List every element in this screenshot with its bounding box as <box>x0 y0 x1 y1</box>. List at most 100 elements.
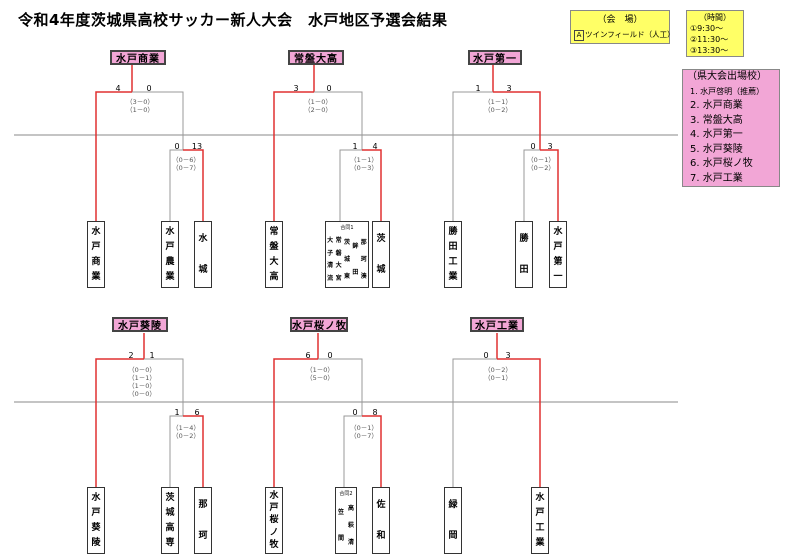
score: 0 <box>352 408 358 417</box>
team-name-char: 業 <box>165 272 175 283</box>
team-name-char: 城 <box>198 264 208 275</box>
score: 3 <box>506 84 512 93</box>
combined-team-header: 合同1 <box>340 225 354 231</box>
bracket-line <box>497 358 541 487</box>
team-name-char: 工 <box>448 257 458 268</box>
team-name-char: ノ <box>269 527 279 538</box>
score: 1 <box>174 408 180 417</box>
page-title: 令和4年度茨城県高校サッカー新人大会 水戸地区予選会結果 <box>18 11 448 29</box>
team-name-char: 業 <box>448 272 458 283</box>
winner-box: 水戸第一 <box>468 50 522 65</box>
team-box: 水戸農業 <box>161 221 179 288</box>
game-detail: （1－0）（2－0） <box>304 98 332 114</box>
combined-team-name: 大子清流 <box>327 236 334 283</box>
game-detail: （0－6）（0－7） <box>172 156 200 172</box>
team-box: 水戸桜ノ牧 <box>265 487 283 554</box>
team-box: 緑岡 <box>444 487 462 554</box>
qualified-item: 5. 水戸葵陵 <box>690 143 743 155</box>
venue-mark: A <box>574 30 584 41</box>
team-name-char: 茨 <box>165 492 175 503</box>
score: 0 <box>327 351 333 360</box>
winner-box: 水戸商業 <box>110 50 166 65</box>
venue-name: ツインフィールド（人工） <box>585 30 675 39</box>
game-detail: （1－4）（0－2） <box>172 424 200 440</box>
bracket-line <box>452 91 493 221</box>
combined-team-name: 高萩清 <box>347 505 354 546</box>
score: 3 <box>547 142 553 151</box>
game-detail: （0－2）（0－1） <box>484 366 512 382</box>
bracket-line <box>183 415 204 487</box>
bracket-line <box>523 149 540 221</box>
team-name-char: 戸 <box>269 503 279 514</box>
team-name-char: 水 <box>91 492 101 503</box>
score: 4 <box>372 142 378 151</box>
score: 13 <box>191 142 203 151</box>
score: 0 <box>483 351 489 360</box>
team-name-char: 農 <box>165 257 175 268</box>
score: 8 <box>372 408 378 417</box>
score: 3 <box>293 84 299 93</box>
team-name-char: 戸 <box>91 241 101 252</box>
team-name-char: 田 <box>519 264 529 275</box>
score: 6 <box>305 351 311 360</box>
combined-team-name: 茨城東 <box>343 239 350 280</box>
team-name-char: 水 <box>269 491 279 502</box>
combined-team-name: 笠間 <box>337 509 344 542</box>
game-detail: （0－0）（1－1）（1－0）（0－0） <box>128 366 156 398</box>
score: 2 <box>128 351 134 360</box>
team-name-char: 那 <box>198 500 208 511</box>
team-name-char: 佐 <box>376 500 386 511</box>
team-box: 水戸葵陵 <box>87 487 105 554</box>
bracket-line <box>95 91 132 221</box>
qualified-item: 7. 水戸工業 <box>690 172 743 184</box>
score: 0 <box>530 142 536 151</box>
winner-box: 常盤大高 <box>288 50 344 65</box>
time-slot: ②11:30〜 <box>690 35 729 44</box>
qualified-item: 2. 水戸商業 <box>690 100 743 111</box>
team-name-char: 珂 <box>198 530 208 541</box>
bracket-line <box>273 91 314 221</box>
team-name-char: 勝 <box>519 234 529 245</box>
qualified-item: 3. 常盤大高 <box>690 114 743 126</box>
team-name-char: 高 <box>165 523 175 534</box>
game-detail: （3－0）（1－0） <box>126 98 154 114</box>
qualified-teams-box: （県大会出場校） 1. 水戸啓明（推薦） 2. 水戸商業 3. 常盤大高 4. … <box>682 69 780 187</box>
winner-box: 水戸葵陵 <box>112 317 168 332</box>
winner-box: 水戸工業 <box>470 317 524 332</box>
team-box: 勝田 <box>515 221 533 288</box>
team-name-char: 業 <box>91 272 101 283</box>
bracket-line <box>132 91 184 150</box>
team-name-char: 水 <box>165 226 175 237</box>
qualified-item: 1. 水戸啓明（推薦） <box>690 86 765 96</box>
team-box: 水戸工業 <box>531 487 549 554</box>
team-name-char: 岡 <box>448 530 458 541</box>
team-name-char: 水 <box>553 226 563 237</box>
team-name-char: 常 <box>269 226 279 237</box>
qualified-item: 6. 水戸桜ノ牧 <box>690 158 753 169</box>
team-box: 茨城 <box>372 221 390 288</box>
team-box: 勝田工業 <box>444 221 462 288</box>
game-detail: （0－1）（0－2） <box>527 156 555 172</box>
team-name-char: 田 <box>448 241 458 252</box>
bracket-line <box>452 358 497 487</box>
score: 4 <box>115 84 121 93</box>
team-name-char: 水 <box>91 226 101 237</box>
game-detail: （1－0）（5－0） <box>306 366 334 382</box>
team-name-char: 専 <box>165 538 175 549</box>
score: 1 <box>475 84 481 93</box>
team-box: 水戸商業 <box>87 221 105 288</box>
score: 0 <box>146 84 152 93</box>
team-name-char: 桜 <box>269 515 279 526</box>
team-name-char: 戸 <box>165 241 175 252</box>
time-header: （時間） <box>699 13 731 22</box>
team-box: 佐和 <box>372 487 390 554</box>
team-name-char: 業 <box>535 538 545 549</box>
team-name-char: 高 <box>269 272 279 283</box>
team-name-char: 城 <box>376 264 386 275</box>
bracket-line <box>343 415 362 487</box>
